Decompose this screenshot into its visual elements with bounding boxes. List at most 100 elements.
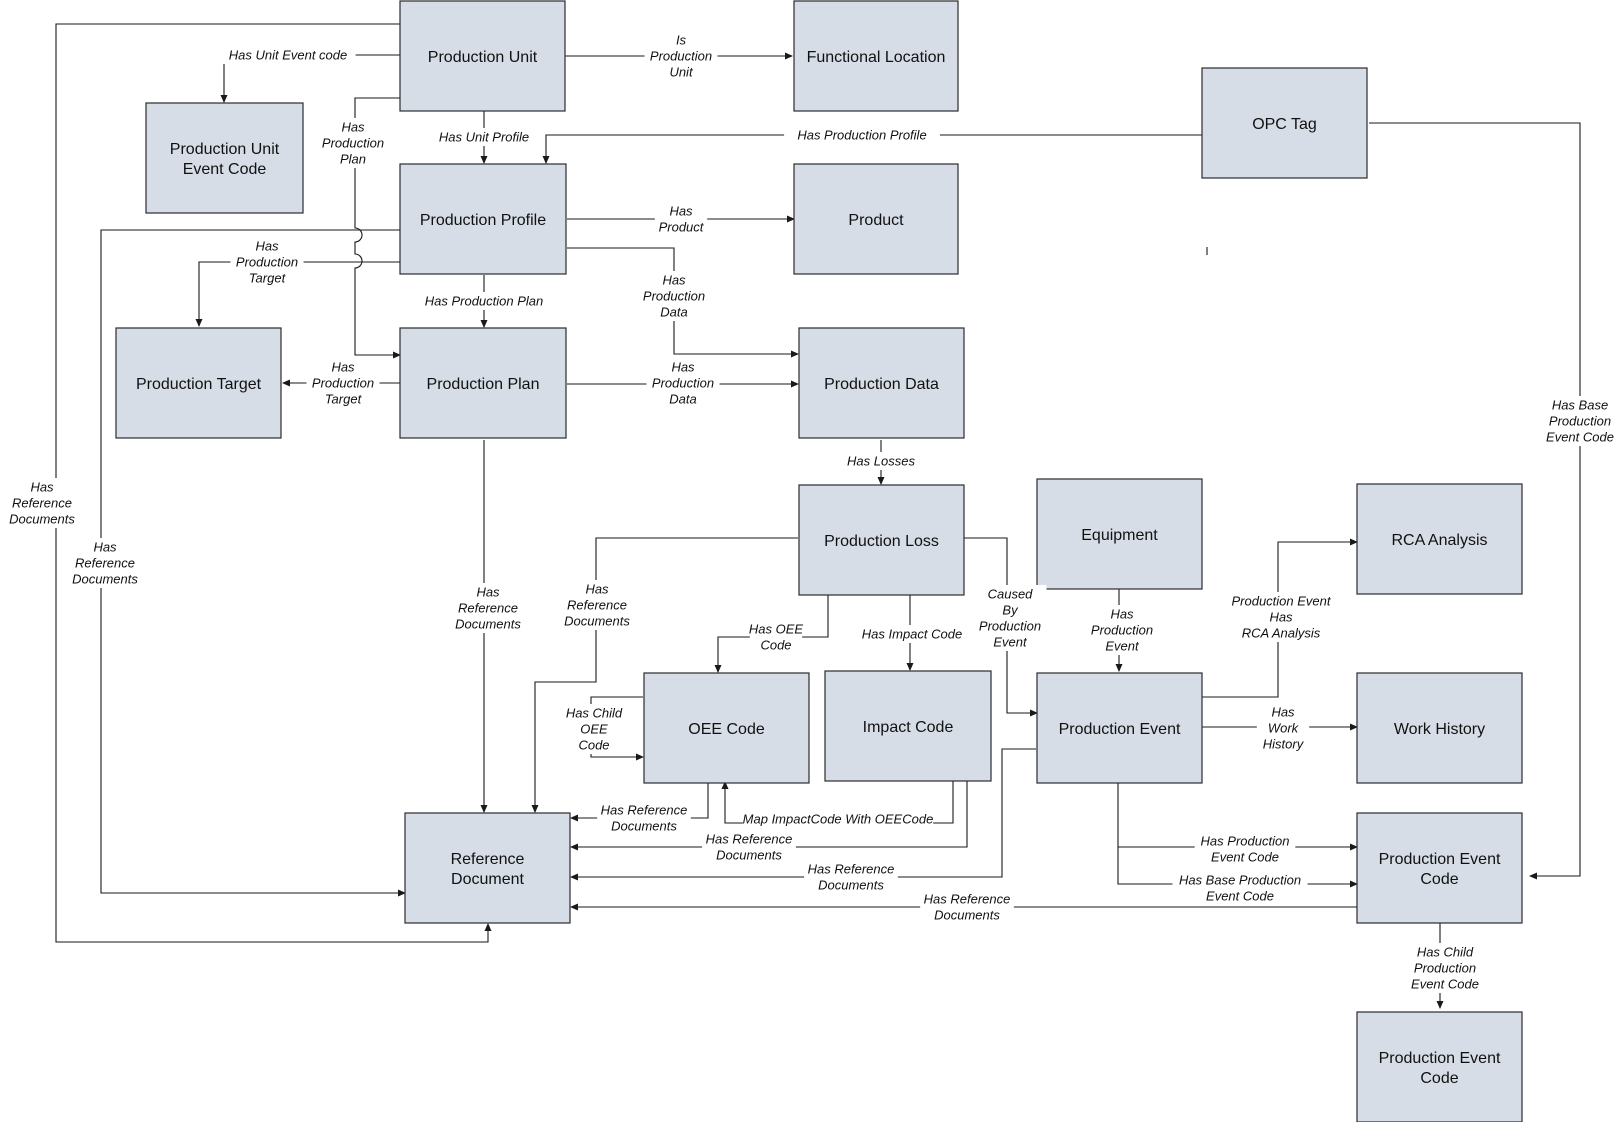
edge-label-background [644, 31, 718, 81]
node-box [399, 163, 567, 275]
node-label: Product [848, 212, 904, 229]
node-box [1036, 672, 1203, 784]
edge-label-text: Has Production Profile [797, 128, 926, 143]
edge-label-background [784, 126, 940, 144]
node-box [1036, 478, 1203, 590]
edge-label-background [858, 625, 966, 643]
node-rca-analysis: RCA Analysis [1356, 483, 1523, 595]
edge-label-background [8, 478, 76, 528]
edge-label-background [973, 585, 1047, 651]
node-production-unit: Production Unit [399, 0, 566, 112]
node-box [1356, 812, 1523, 924]
edge-label-has-production-profile: Has Production Profile [784, 126, 940, 144]
node-label: Impact Code [863, 719, 954, 736]
node-label: Equipment [1081, 527, 1158, 544]
edge-label-background [654, 202, 708, 236]
edge-label-profile-has-production-plan: Has Production Plan [416, 292, 552, 310]
node-label: Production Loss [824, 533, 939, 550]
node-box [798, 484, 965, 596]
edge-label-background [426, 128, 542, 146]
node-label: OEE Code [688, 721, 765, 738]
node-box [404, 812, 571, 924]
node-label: Production Event [1059, 721, 1181, 738]
node-product: Product [793, 163, 959, 275]
node-oee-code: OEE Code [643, 672, 810, 784]
node-label: RCA Analysis [1391, 532, 1487, 549]
edge-label-background [646, 358, 720, 408]
edge-label-background [1085, 605, 1159, 655]
edge-label-text: Has Unit Profile [439, 130, 529, 145]
edge-label-text: Has Impact Code [862, 627, 962, 642]
edge-label-has-impact-code: Has Impact Code [858, 625, 966, 643]
node-production-data: Production Data [798, 327, 965, 439]
node-functional-location: Functional Location [793, 0, 959, 112]
node-box [1356, 672, 1523, 784]
edge-loss-has-reference-documents [531, 537, 798, 813]
node-box [793, 163, 959, 275]
edge-label-background [920, 890, 1014, 924]
edge-label-background [1408, 943, 1482, 993]
edge-label-map-impactcode-with-oeecode: Map ImpactCode With OEECode [742, 810, 934, 828]
node-label: Work History [1394, 721, 1485, 738]
edge-label-has-unit-event-code: Has Unit Event code [220, 46, 356, 64]
node-label: Production Plan [427, 376, 540, 393]
edge-label-background [804, 860, 898, 894]
node-production-loss: Production Loss [798, 484, 965, 596]
node-box [1356, 1011, 1523, 1122]
edge-label-background [306, 358, 380, 408]
node-box [643, 672, 810, 784]
edge-label-background [749, 620, 803, 654]
edge-label-background [71, 538, 139, 588]
edge-profile-has-production-target [195, 261, 400, 327]
node-box [1356, 483, 1523, 595]
edge-label-background [702, 830, 796, 864]
edge-label-background [563, 580, 631, 630]
node-box [145, 102, 304, 214]
node-box [798, 327, 965, 439]
node-box [115, 327, 282, 439]
edge-label-background [1172, 871, 1308, 905]
edge-label-background [742, 810, 934, 828]
edge-unit-has-production-plan [354, 97, 401, 359]
node-opc-tag: OPC Tag [1201, 67, 1368, 179]
edge-label-background [1194, 832, 1296, 866]
node-box [824, 670, 992, 782]
node-production-plan: Production Plan [399, 327, 567, 439]
